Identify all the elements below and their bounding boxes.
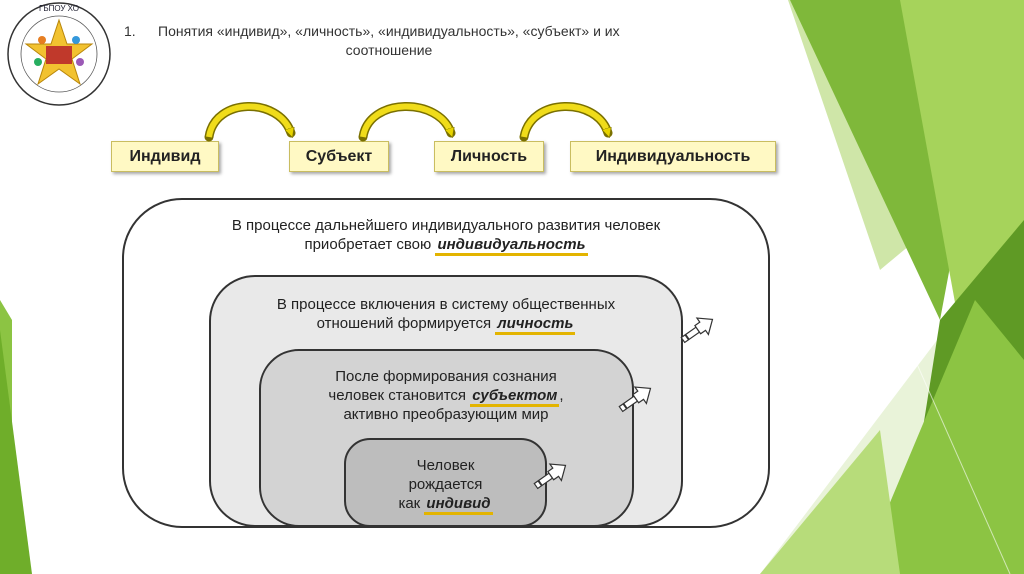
stage-lichnost: Личность <box>434 141 544 172</box>
title-number: 1. <box>124 23 136 39</box>
text-individuality: В процессе дальнейшего индивидуального р… <box>151 216 741 256</box>
text-personality-line1: В процессе включения в систему обществен… <box>276 296 616 313</box>
diagram: Индивид Субъект Личность Индивидуальност… <box>111 97 784 530</box>
text-individuality-prefix: приобретает свою <box>304 236 432 253</box>
text-subject: После формирования сознания человек стан… <box>271 367 621 424</box>
title-line2: соотношение <box>345 42 433 58</box>
keyword-subject: субъектом <box>470 387 560 407</box>
text-individuality-line1: В процессе дальнейшего индивидуального р… <box>231 217 661 234</box>
text-individ-prefix: как <box>398 495 421 512</box>
text-subject-suffix: , <box>559 387 564 404</box>
curved-arrow-3 <box>519 102 613 142</box>
circle-individ <box>344 438 547 527</box>
stage-subject: Субъект <box>289 141 389 172</box>
curved-arrow-1 <box>204 102 296 142</box>
text-individ-line1: Человек <box>416 457 475 474</box>
keyword-individuality: индивидуальность <box>435 236 588 256</box>
text-individ: Человек рождается как индивид <box>354 456 537 515</box>
text-subject-prefix: человек становится <box>328 387 467 404</box>
text-individ-line2: рождается <box>408 476 483 493</box>
slide-title: 1. Понятия «индивид», «личность», «индиви… <box>124 22 804 60</box>
text-personality: В процессе включения в систему обществен… <box>216 295 676 335</box>
curved-arrow-2 <box>358 102 456 142</box>
title-line1: Понятия «индивид», «личность», «индивиду… <box>158 23 620 39</box>
stage-individualnost: Индивидуальность <box>570 141 776 172</box>
text-subject-line1: После формирования сознания <box>335 368 557 385</box>
text-personality-prefix: отношений формируется <box>316 315 492 332</box>
stage-individ: Индивид <box>111 141 219 172</box>
keyword-individ: индивид <box>424 495 493 515</box>
text-subject-line3: активно преобразующим мир <box>343 406 549 423</box>
college-logo: ГБПОУ ХО <box>7 2 111 106</box>
keyword-personality: личность <box>495 315 576 335</box>
logo-text: ГБПОУ ХО <box>39 4 79 13</box>
